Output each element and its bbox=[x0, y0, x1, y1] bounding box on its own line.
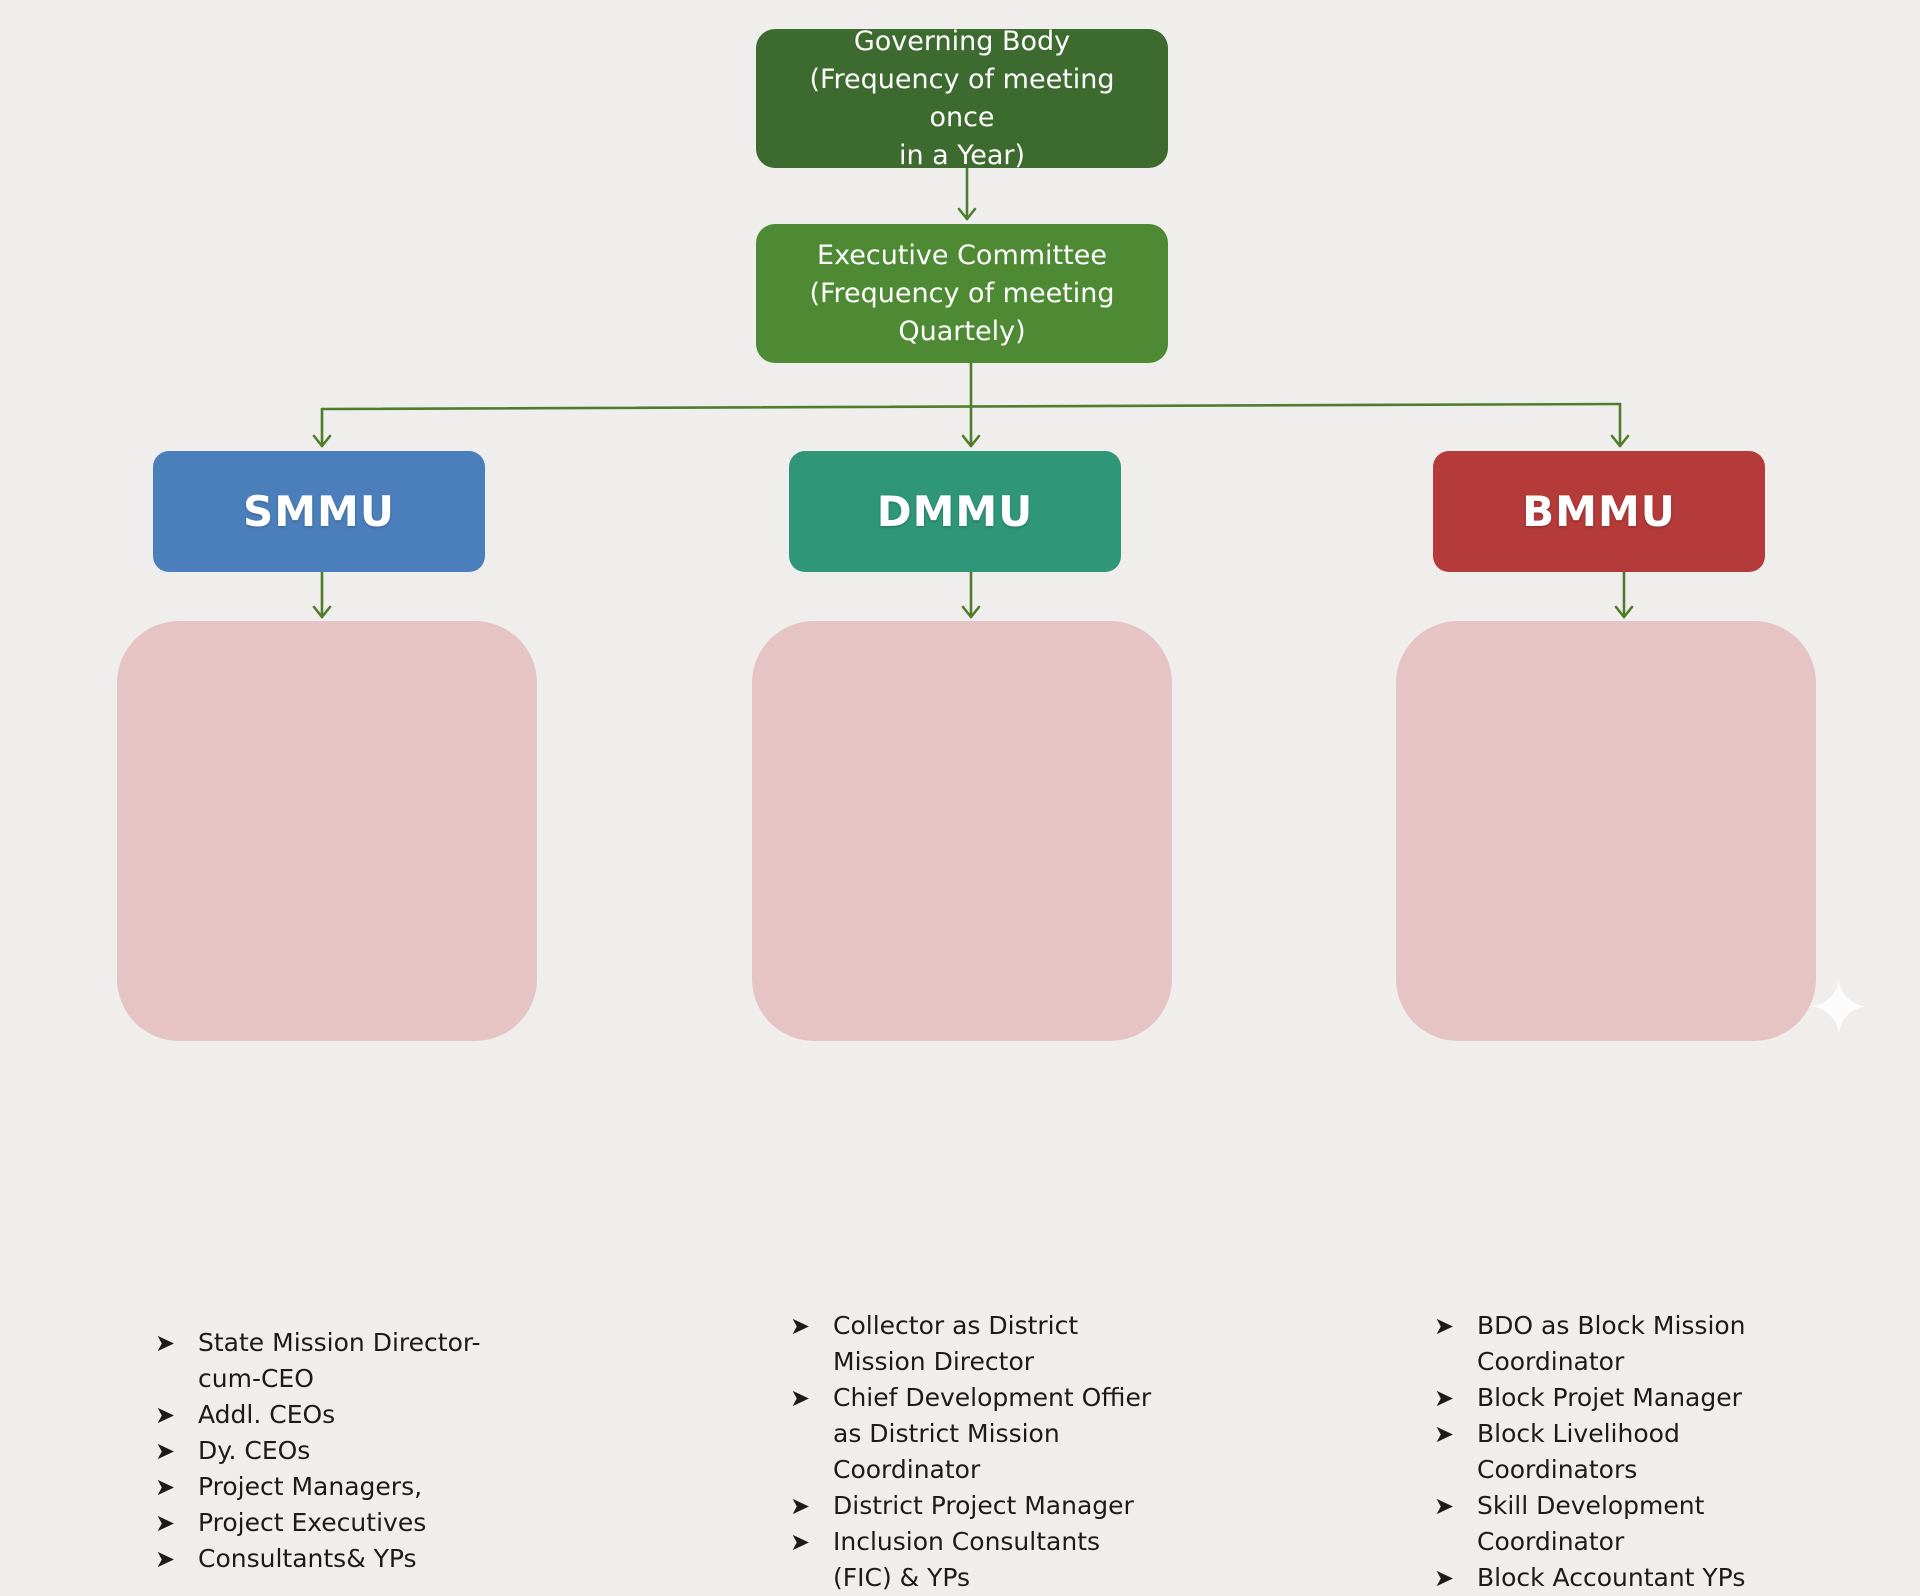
arrowhead-bullet-icon: ➤ bbox=[155, 1509, 176, 1537]
member-text: Consultants& YPs bbox=[198, 1544, 417, 1573]
arrowhead-executive bbox=[957, 207, 977, 221]
member-text: Addl. CEOs bbox=[198, 1400, 336, 1429]
arrowhead-bullet-icon: ➤ bbox=[790, 1312, 811, 1340]
arrowhead-bullet-icon: ➤ bbox=[790, 1384, 811, 1412]
member-text: Block Livelihood Coordinators bbox=[1477, 1419, 1680, 1484]
executive-committee-title: Executive Committee bbox=[817, 239, 1107, 271]
smmu-members-panel: ➤ State Mission Director-cum-CEO ➤ Addl. C… bbox=[117, 621, 537, 1573]
member-text: Collector as District Mission Director bbox=[833, 1311, 1079, 1376]
member-text: Skill Development Coordinator bbox=[1477, 1491, 1705, 1556]
arrowhead-bmmu-panel bbox=[1614, 605, 1634, 619]
governing-body-frequency-cont: in a Year) bbox=[898, 139, 1026, 171]
member-text: Inclusion Consultants (FIC) & YPs bbox=[833, 1527, 1101, 1592]
arrowhead-smmu-panel bbox=[312, 605, 332, 619]
member-text: Project Managers, bbox=[198, 1472, 423, 1501]
arrowhead-bullet-icon: ➤ bbox=[1434, 1564, 1455, 1592]
list-item: ➤ BDO as Block Mission Coordinator bbox=[1434, 1308, 1798, 1380]
arrowhead-bullet-icon: ➤ bbox=[1434, 1420, 1455, 1448]
sparkle-icon: ✦ bbox=[1806, 964, 1872, 1054]
member-text: Project Executives bbox=[198, 1508, 427, 1537]
list-item: ➤ Project Managers, bbox=[155, 1469, 519, 1505]
bmmu-box: BMMU bbox=[1433, 451, 1765, 572]
member-text: Block Projet Manager bbox=[1477, 1383, 1742, 1412]
list-item: ➤ Skill Development Coordinator bbox=[1434, 1488, 1798, 1560]
dmmu-box: DMMU bbox=[789, 451, 1121, 572]
arrowhead-dmmu bbox=[961, 434, 981, 448]
executive-committee-box: Executive Committee (Frequency of meetin… bbox=[756, 224, 1168, 363]
dmmu-label: DMMU bbox=[876, 487, 1034, 536]
arrowhead-bullet-icon: ➤ bbox=[155, 1437, 176, 1465]
bmmu-label: BMMU bbox=[1522, 487, 1676, 536]
list-item: ➤ State Mission Director-cum-CEO bbox=[155, 1325, 519, 1397]
arrowhead-smmu bbox=[312, 434, 332, 448]
dmmu-members-list: ➤Collector as District Mission Director … bbox=[752, 1308, 1172, 1596]
member-text: Dy. CEOs bbox=[198, 1436, 311, 1465]
arrowhead-bullet-icon: ➤ bbox=[155, 1473, 176, 1501]
smmu-box: SMMU bbox=[153, 451, 485, 572]
arrowhead-bullet-icon: ➤ bbox=[790, 1528, 811, 1556]
member-text: District Project Manager bbox=[833, 1491, 1134, 1520]
bmmu-members-panel: ➤ BDO as Block Mission Coordinator ➤ Block… bbox=[1396, 621, 1816, 1592]
list-item: ➤ Block Livelihood Coordinators bbox=[1434, 1416, 1798, 1488]
arrowhead-bullet-icon: ➤ bbox=[155, 1329, 176, 1357]
list-item: ➤ Block Projet Manager bbox=[1434, 1380, 1798, 1416]
org-chart: Governing Body (Frequency of meeting onc… bbox=[117, 26, 1872, 1592]
dmmu-members-panel: ➤Collector as District Mission Director … bbox=[752, 621, 1172, 1592]
executive-committee-frequency-cont: Quartely) bbox=[898, 315, 1026, 347]
member-text: Block Accountant YPs bbox=[1477, 1563, 1746, 1592]
list-item: ➤ District Project Manager bbox=[790, 1488, 1154, 1524]
connector-lines bbox=[312, 166, 1634, 619]
list-item: ➤ Consultants& YPs bbox=[155, 1541, 519, 1577]
list-item: ➤ Inclusion Consultants (FIC) & YPs bbox=[790, 1524, 1154, 1596]
list-item: ➤ Addl. CEOs bbox=[155, 1397, 519, 1433]
smmu-members-list: ➤ State Mission Director-cum-CEO ➤ Addl. C… bbox=[117, 1325, 537, 1577]
governing-body-title: Governing Body bbox=[853, 25, 1071, 57]
list-item: ➤ Project Executives bbox=[155, 1505, 519, 1541]
list-item: ➤ Block Accountant YPs bbox=[1434, 1560, 1798, 1596]
member-text: Chief Development Offier as District Mis… bbox=[833, 1383, 1152, 1484]
arrowhead-bmmu bbox=[1610, 434, 1630, 448]
list-item: ➤ Chief Development Offier as District Mi… bbox=[790, 1380, 1154, 1488]
arrowhead-bullet-icon: ➤ bbox=[155, 1545, 176, 1573]
list-item: ➤ Dy. CEOs bbox=[155, 1433, 519, 1469]
arrowhead-bullet-icon: ➤ bbox=[1434, 1384, 1455, 1412]
arrowhead-bullet-icon: ➤ bbox=[790, 1492, 811, 1520]
list-item: ➤ Collector as District Mission Director bbox=[790, 1308, 1154, 1380]
arrowhead-dmmu-panel bbox=[961, 605, 981, 619]
member-text: State Mission Director-cum-CEO bbox=[198, 1328, 481, 1393]
arrowhead-bullet-icon: ➤ bbox=[1434, 1492, 1455, 1520]
bmmu-members-list: ➤ BDO as Block Mission Coordinator ➤ Block… bbox=[1396, 1308, 1816, 1596]
arrowhead-bullet-icon: ➤ bbox=[1434, 1312, 1455, 1340]
executive-committee-frequency: (Frequency of meeting bbox=[809, 277, 1115, 309]
member-text: BDO as Block Mission Coordinator bbox=[1477, 1311, 1746, 1376]
governing-body-frequency: (Frequency of meeting once bbox=[809, 63, 1115, 133]
governing-body-box: Governing Body (Frequency of meeting onc… bbox=[756, 26, 1168, 171]
arrowhead-bullet-icon: ➤ bbox=[155, 1401, 176, 1429]
smmu-label: SMMU bbox=[243, 487, 395, 536]
